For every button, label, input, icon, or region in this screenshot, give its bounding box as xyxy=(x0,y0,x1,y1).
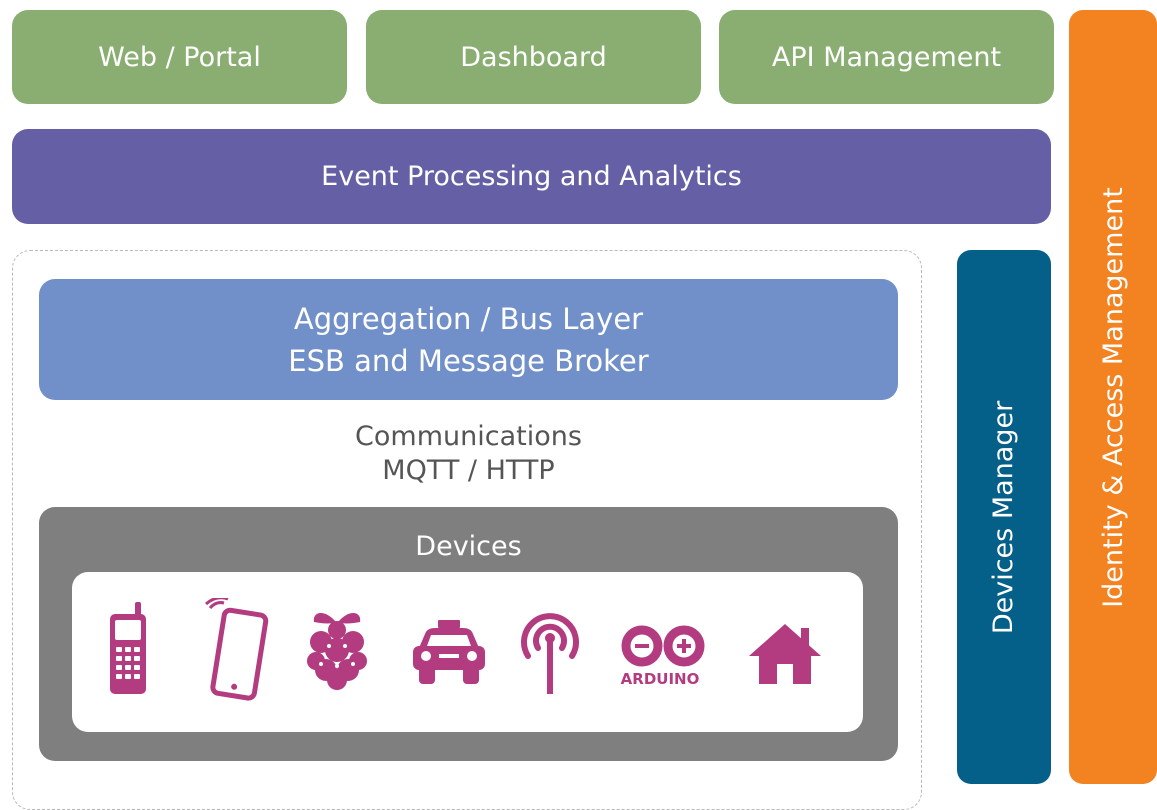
devices-box: Devices xyxy=(39,507,898,761)
devices-manager-box: Devices Manager xyxy=(957,250,1051,784)
api-management-label: API Management xyxy=(771,41,1002,73)
mobile-phone-icon xyxy=(108,602,148,696)
communications-line1: Communications xyxy=(355,421,582,452)
car-icon xyxy=(409,620,489,686)
identity-access-management-box: Identity & Access Management xyxy=(1069,10,1157,784)
dashboard-label: Dashboard xyxy=(460,41,607,73)
api-management-box: API Management xyxy=(719,10,1054,104)
web-portal-box: Web / Portal xyxy=(12,10,347,104)
raspberry-pi-icon xyxy=(304,606,370,692)
aggregation-bus-layer-box: Aggregation / Bus Layer ESB and Message … xyxy=(39,279,898,400)
devices-title: Devices xyxy=(415,531,522,562)
web-portal-label: Web / Portal xyxy=(98,41,261,73)
communications-line2: MQTT / HTTP xyxy=(382,455,555,486)
home-icon xyxy=(745,622,825,686)
device-icons-panel: ARDUINO xyxy=(72,572,863,732)
communications-label: Communications MQTT / HTTP xyxy=(39,420,898,488)
aggregation-line1: Aggregation / Bus Layer xyxy=(293,301,644,336)
arduino-icon: ARDUINO xyxy=(618,624,714,690)
event-processing-label: Event Processing and Analytics xyxy=(321,161,742,192)
aggregation-line2: ESB and Message Broker xyxy=(288,343,649,378)
devices-manager-label: Devices Manager xyxy=(988,400,1020,634)
tablet-icon xyxy=(204,598,272,702)
identity-access-management-label: Identity & Access Management xyxy=(1097,186,1129,608)
event-processing-box: Event Processing and Analytics xyxy=(12,129,1051,224)
arduino-logo-text: ARDUINO xyxy=(621,670,700,688)
dashboard-box: Dashboard xyxy=(366,10,701,104)
antenna-icon xyxy=(520,606,580,696)
